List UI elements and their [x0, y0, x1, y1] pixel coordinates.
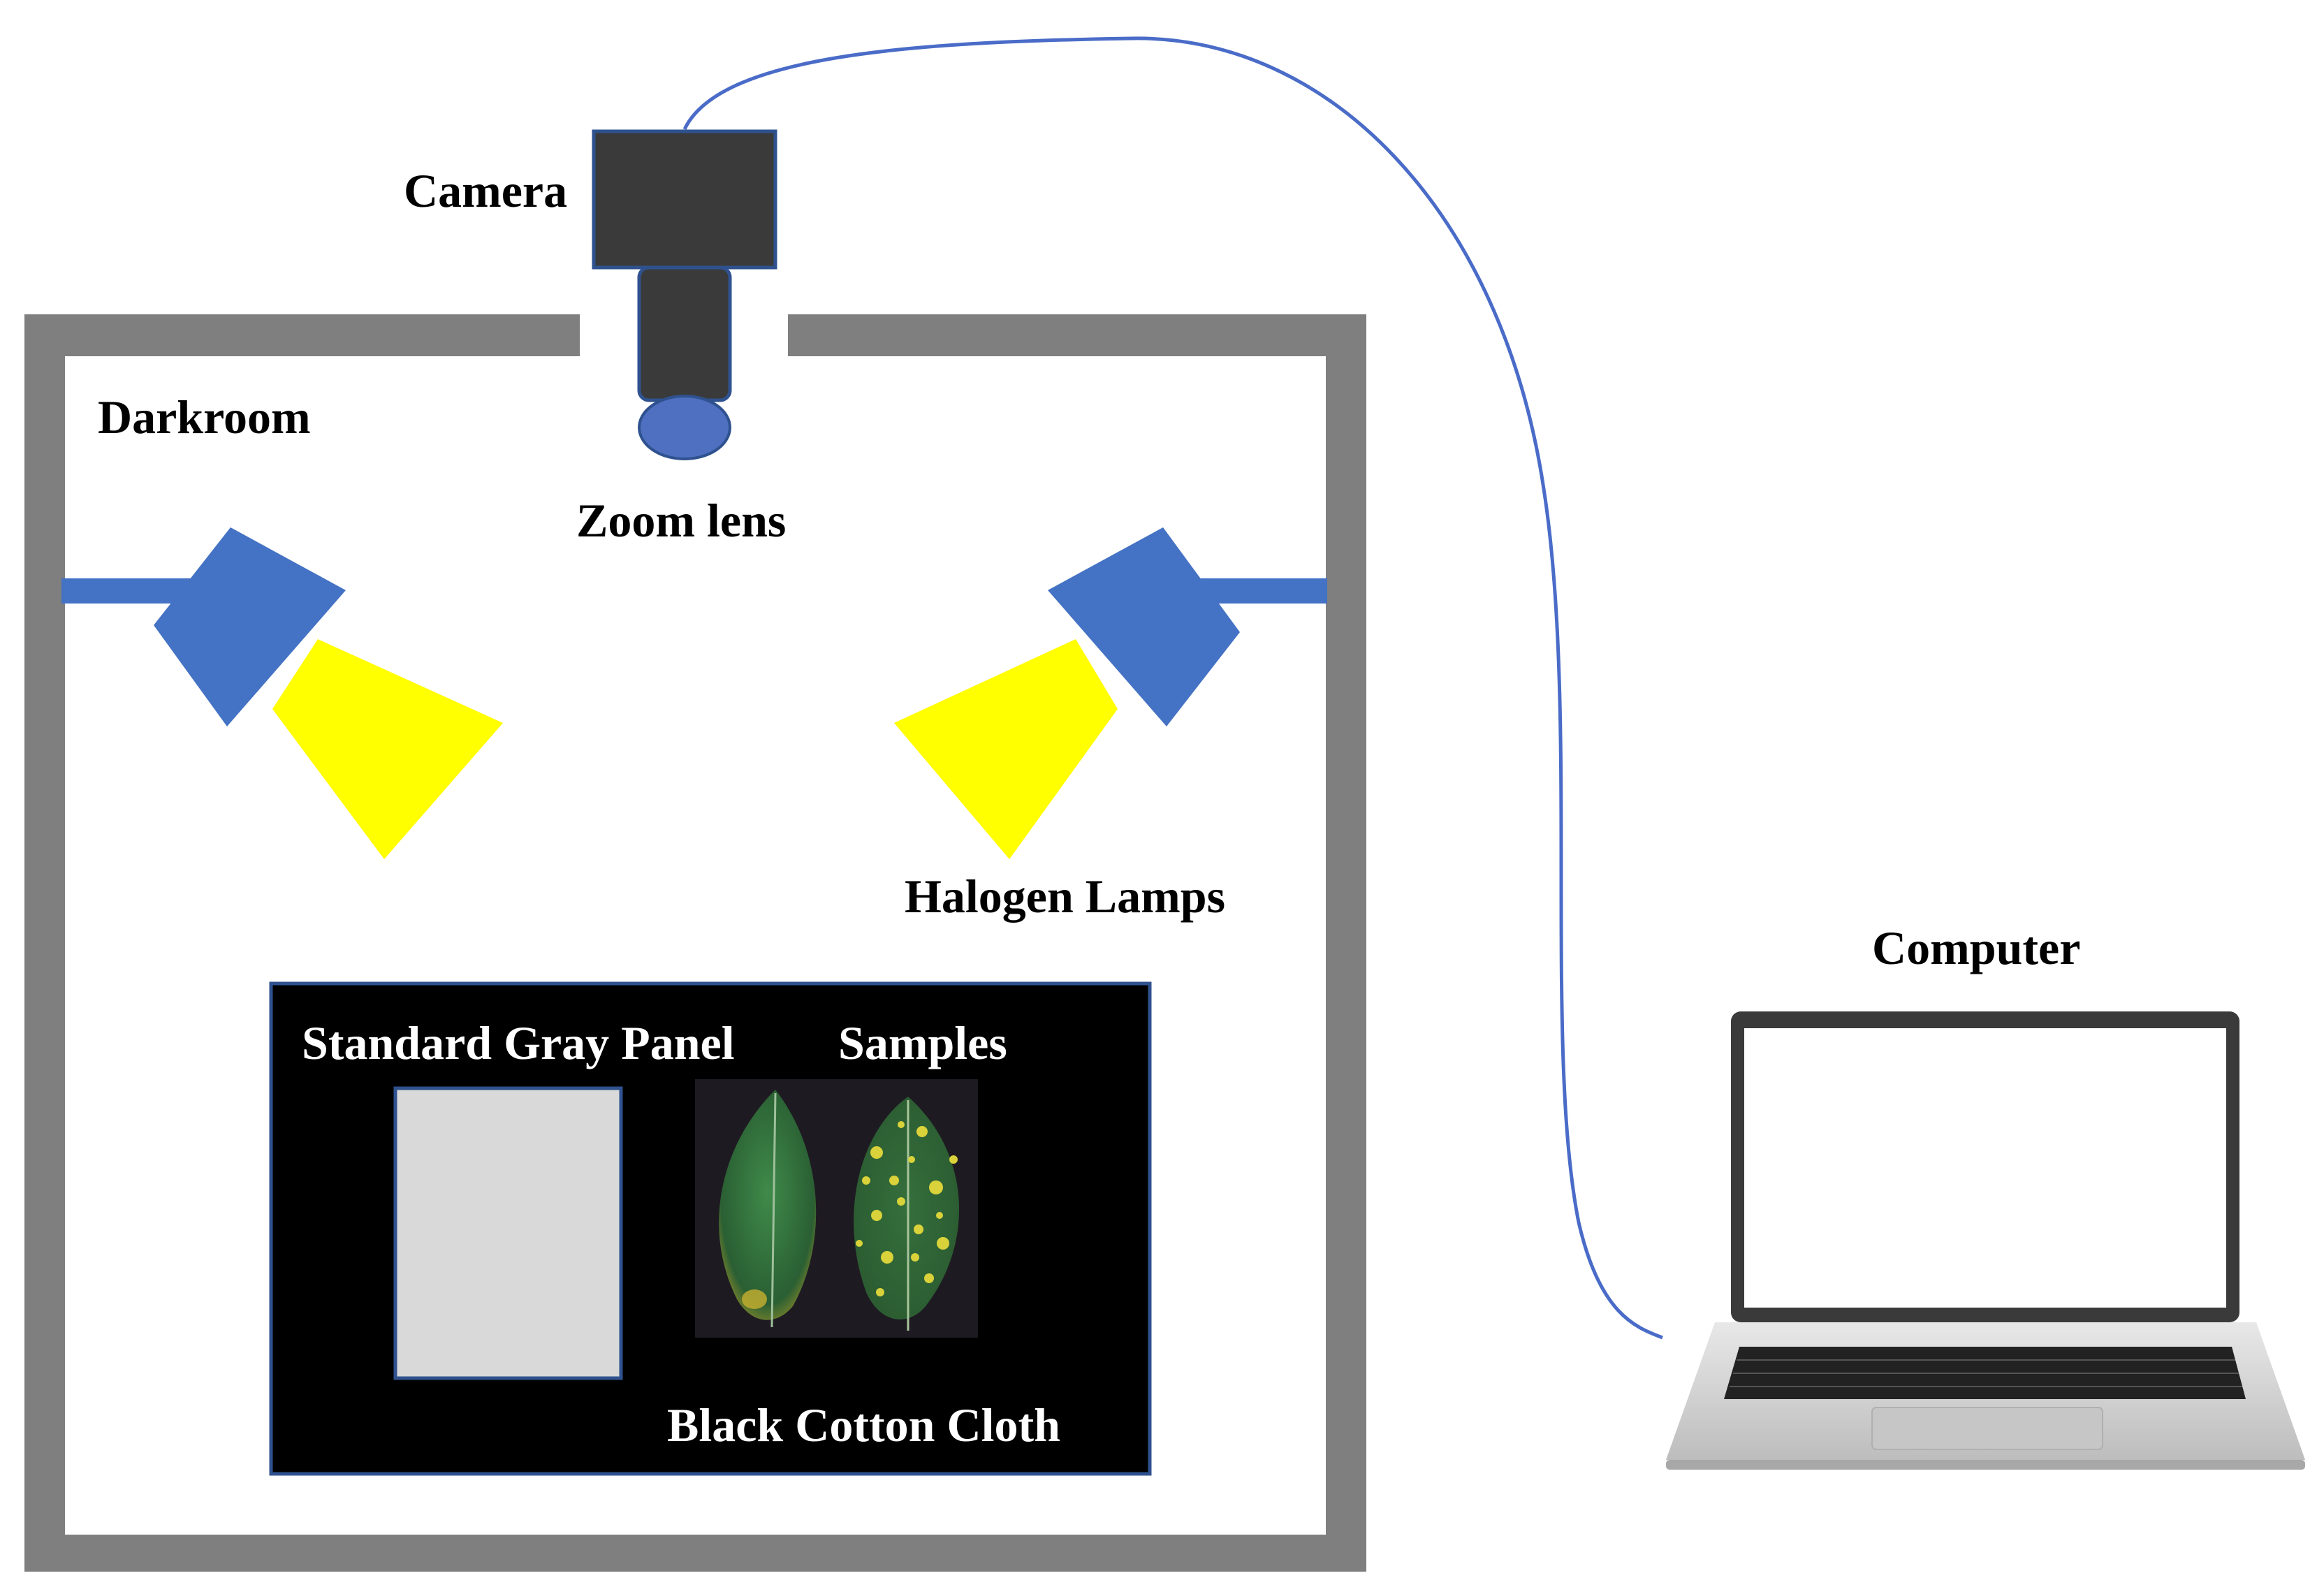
- computer-label: Computer: [1872, 921, 2080, 974]
- standard-gray-panel: [393, 1086, 623, 1380]
- healthy-leaf-midrib: [770, 1092, 777, 1328]
- black-cotton-cloth-label: Black Cotton Cloth: [667, 1398, 1060, 1452]
- keyboard-key-rows: [1730, 1359, 2242, 1387]
- zoom-lens: [638, 395, 731, 460]
- camera: [592, 129, 777, 460]
- darkroom-right-wall: [1326, 314, 1366, 1572]
- camera-barrel: [637, 265, 732, 402]
- laptop-screen: [1744, 1028, 2226, 1308]
- right-light-beam: [894, 639, 1118, 859]
- leaf-disease-spots: [856, 1121, 958, 1296]
- halogen-lamps-label: Halogen Lamps: [905, 870, 1225, 923]
- darkroom-top-wall-left: [24, 314, 580, 356]
- left-halogen-lamp: [154, 527, 346, 726]
- samples-photo: [695, 1079, 978, 1338]
- laptop-computer: [1666, 1011, 2305, 1470]
- samples-label: Samples: [838, 1016, 1007, 1069]
- camera-label: Camera: [404, 164, 567, 217]
- left-light-beam: [272, 639, 503, 859]
- darkroom-label: Darkroom: [98, 390, 311, 444]
- laptop-trackpad: [1871, 1407, 2103, 1450]
- darkroom-left-wall: [24, 314, 65, 1572]
- healthy-leaf: [719, 1090, 817, 1320]
- darkroom-enclosure: [24, 314, 1366, 1572]
- darkroom-bottom-wall: [24, 1535, 1366, 1572]
- laptop-front-edge: [1666, 1460, 2305, 1470]
- camera-body: [592, 129, 777, 270]
- right-halogen-lamp: [1048, 527, 1240, 726]
- zoom-lens-label: Zoom lens: [576, 494, 786, 547]
- darkroom-top-wall-right: [788, 314, 1366, 356]
- standard-gray-panel-label: Standard Gray Panel: [302, 1016, 735, 1069]
- leaf-yellow-edge: [742, 1289, 767, 1309]
- data-cable: [682, 36, 1663, 1340]
